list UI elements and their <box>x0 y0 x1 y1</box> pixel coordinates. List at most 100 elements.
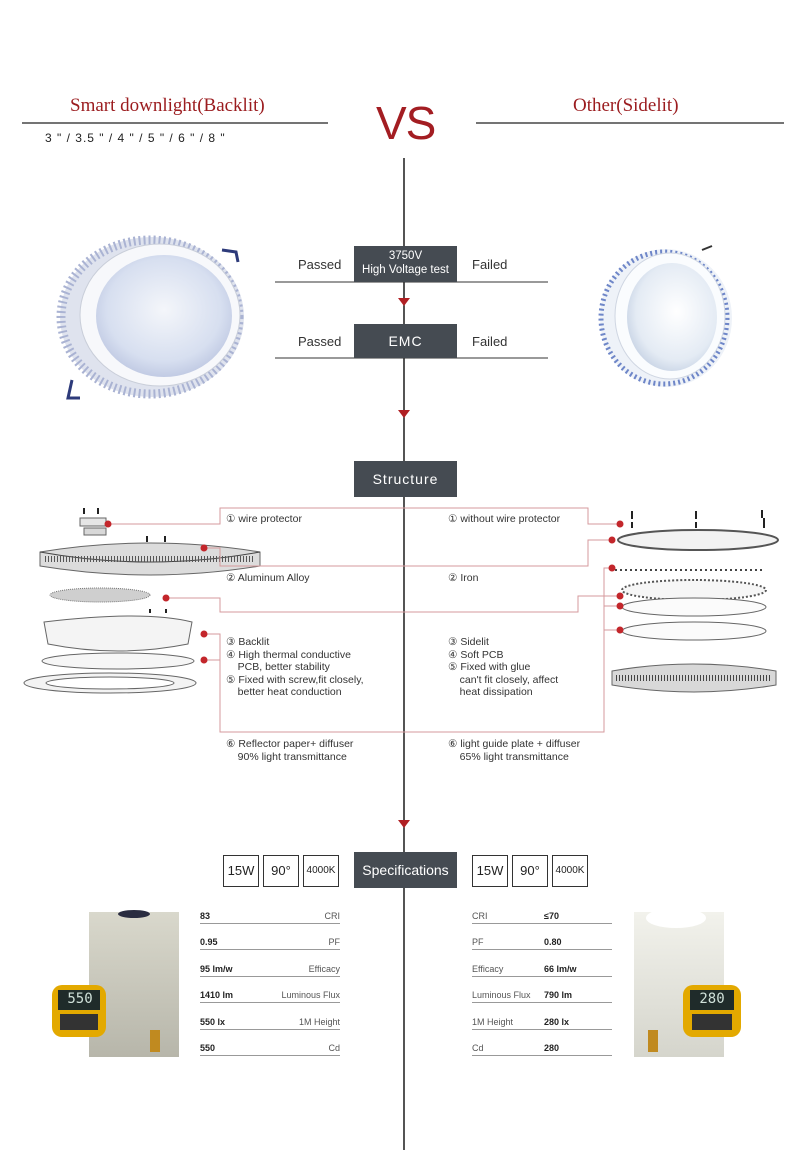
left-feature-line: better heat conduction <box>226 686 342 698</box>
high-voltage-right-result: Failed <box>472 257 508 272</box>
right-feature-line: heat dissipation <box>448 686 533 698</box>
right-meter-reading: 280 <box>699 991 725 1007</box>
emc-right-result: Failed <box>472 334 508 349</box>
right-feature-line: ⑤ Fixed with glue <box>448 661 531 673</box>
spec-rule <box>472 1055 612 1056</box>
spec-row: 83 CRI <box>200 908 340 924</box>
specifications-box: Specifications <box>354 852 457 888</box>
left-tag-wattage: 15W <box>223 855 259 887</box>
left-meter-reading: 550 <box>67 991 93 1007</box>
right-feature-line: ③ Sidelit <box>448 636 489 648</box>
emc-test-box: EMC <box>354 324 457 358</box>
spec-rule <box>200 923 340 924</box>
spec-rule <box>472 1028 612 1030</box>
spec-value: 550 lx <box>200 1016 226 1027</box>
left-item-features: ③ Backlit ④ High thermal conductive PCB,… <box>226 636 364 699</box>
spec-row: 95 lm/w Efficacy <box>200 961 340 977</box>
right-item-features: ③ Sidelit ④ Soft PCB ⑤ Fixed with glue c… <box>448 636 558 699</box>
spec-value: 280 lx <box>544 1016 570 1027</box>
spec-value: 0.80 <box>544 937 562 948</box>
spec-value: 66 lm/w <box>544 963 577 974</box>
spec-row: 550 Cd <box>200 1040 340 1056</box>
spec-value: 83 <box>200 911 211 921</box>
right-tag-cct: 4000K <box>552 855 588 887</box>
spec-name: Luminous Flux <box>281 990 340 1001</box>
right-connectors <box>404 507 620 733</box>
right-diffuser-line: 65% light transmittance <box>448 750 569 763</box>
right-item-wire-protector: ① without wire protector <box>448 513 561 525</box>
left-feature-line: PCB, better stability <box>226 661 330 673</box>
spec-rule <box>472 949 612 951</box>
spec-name: 1M Height <box>298 1016 340 1027</box>
right-feature-line: ④ Soft PCB <box>448 648 504 661</box>
high-voltage-label: High Voltage test <box>362 264 449 276</box>
spec-value: 550 <box>200 1043 216 1053</box>
right-diffuser-line: ⑥ light guide plate + diffuser <box>448 738 581 750</box>
spec-name: 1M Height <box>472 1016 514 1027</box>
spec-rule <box>200 949 340 951</box>
right-feature-line: can't fit closely, affect <box>448 673 559 686</box>
spec-rule <box>472 975 612 977</box>
spec-row: 1410 lm Luminous Flux <box>200 987 340 1004</box>
emc-left-result: Passed <box>298 334 342 349</box>
right-item-diffuser: ⑥ light guide plate + diffuser 65% light… <box>448 738 580 763</box>
spec-value: 0.95 <box>200 937 218 948</box>
spec-value: 790 lm <box>544 990 573 1001</box>
left-item-wire-protector: ① wire protector <box>226 513 302 525</box>
spec-rule <box>200 975 340 977</box>
right-product-title: Other(Sidelit) <box>573 95 679 116</box>
left-item-material: ② Aluminum Alloy <box>226 572 310 584</box>
spec-name: PF <box>328 937 340 948</box>
right-test-photo <box>634 908 741 1057</box>
other-downlight-image <box>598 245 732 387</box>
spec-name: CRI <box>324 911 341 921</box>
left-diffuser-line: ⑥ Reflector paper+ diffuser <box>226 738 354 750</box>
spec-row: Efficacy 66 lm/w <box>472 961 612 977</box>
spec-value: 95 lm/w <box>200 963 233 974</box>
left-diffuser-line: 90% light transmittance <box>226 750 347 763</box>
spec-rule <box>200 1055 340 1056</box>
left-product-title: Smart downlight(Backlit) <box>70 95 265 116</box>
right-tag-angle: 90° <box>512 855 548 887</box>
high-voltage-test-box: 3750V High Voltage test <box>354 246 457 282</box>
right-exploded-view <box>611 510 779 693</box>
spec-name: Efficacy <box>308 963 340 974</box>
right-connector-dots <box>608 520 624 634</box>
left-connector-dots <box>104 520 208 664</box>
smart-downlight-image <box>56 235 244 400</box>
right-tag-wattage: 15W <box>472 855 508 887</box>
left-feature-line: ⑤ Fixed with screw,fit closely, <box>226 673 364 686</box>
vs-label: VS <box>376 97 436 149</box>
left-test-photo <box>52 910 179 1057</box>
high-voltage-value: 3750V <box>388 250 423 262</box>
spec-row: PF 0.80 <box>472 934 612 951</box>
structure-box: Structure <box>354 461 457 497</box>
left-connectors <box>108 507 404 733</box>
spec-row: 1M Height 280 lx <box>472 1014 612 1030</box>
spec-name: CRI <box>472 911 488 921</box>
spec-rule <box>200 1028 340 1030</box>
spec-rule <box>472 1002 612 1004</box>
right-item-material: ② Iron <box>448 572 479 584</box>
spec-value: ≤70 <box>544 911 559 921</box>
spec-name: PF <box>472 937 484 948</box>
spec-name: Cd <box>472 1043 484 1053</box>
spec-row: 0.95 PF <box>200 934 340 951</box>
spec-row: Luminous Flux 790 lm <box>472 987 612 1004</box>
left-feature-line: ④ High thermal conductive <box>226 648 351 661</box>
spec-name: Efficacy <box>472 963 504 974</box>
spec-name: Luminous Flux <box>472 990 531 1001</box>
left-item-diffuser: ⑥ Reflector paper+ diffuser 90% light tr… <box>226 738 353 763</box>
spec-rule <box>200 1002 340 1004</box>
size-options: 3 " / 3.5 " / 4 " / 5 " / 6 " / 8 " <box>45 131 226 145</box>
left-exploded-view <box>23 508 261 694</box>
spec-value: 1410 lm <box>200 990 234 1001</box>
left-tag-angle: 90° <box>263 855 299 887</box>
spec-rule <box>472 923 612 924</box>
high-voltage-left-result: Passed <box>298 257 342 272</box>
spec-name: Cd <box>328 1043 340 1053</box>
spec-row: 550 lx 1M Height <box>200 1014 340 1030</box>
spec-row: CRI ≤70 <box>472 908 612 924</box>
